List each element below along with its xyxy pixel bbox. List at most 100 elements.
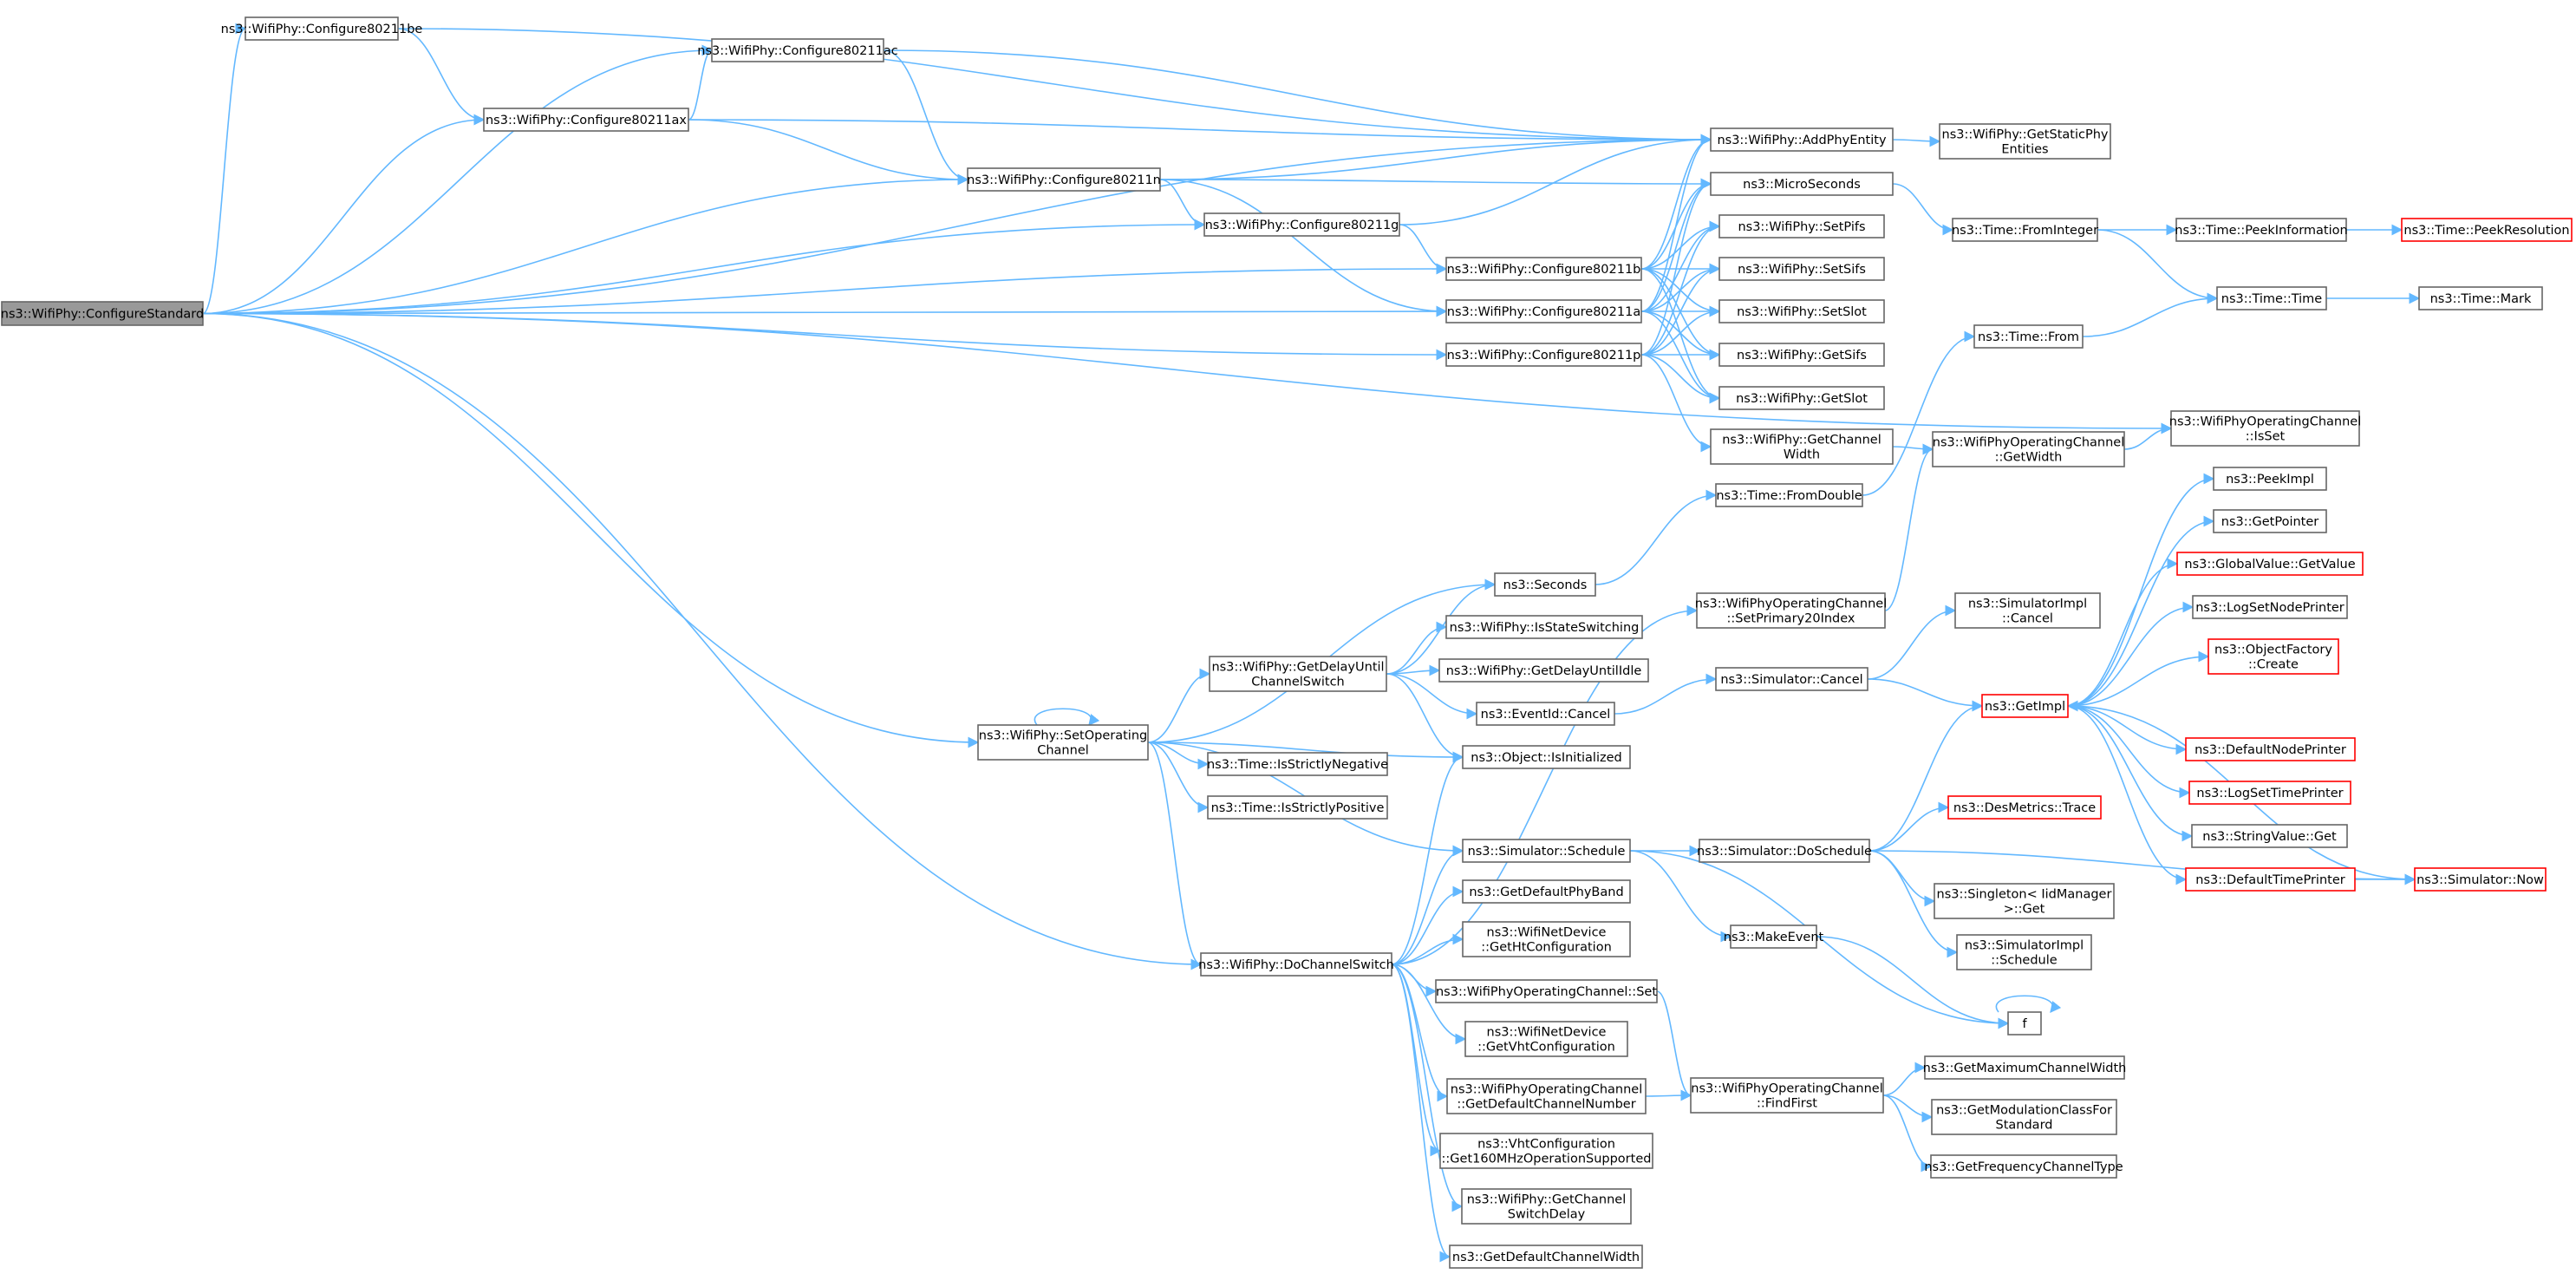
edge-wocgetw-to-wocisset [2123,422,2173,450]
node-makeevent[interactable]: ns3::MakeEvent [1724,924,1824,949]
node-wocset[interactable]: ns3::WifiPhyOperatingChannel::Set [1435,979,1658,1003]
edge-simdosched-to-singleton [1868,850,1936,907]
node-getdefchw[interactable]: ns3::GetDefaultChannelWidth [1449,1245,1643,1269]
edge-simschedule-to-makeevent [1629,850,1732,943]
node-strget[interactable]: ns3::StringValue::Get [2191,824,2348,848]
edge-getimpl-to-defnodeprinter [2067,705,2188,755]
node-dochsw[interactable]: ns3::WifiPhy::DoChannelSwitch [1198,952,1394,977]
node-label: ns3::GetDefaultPhyBand [1469,885,1623,899]
node-label: ns3::Seconds [1503,578,1588,592]
node-c11ax[interactable]: ns3::WifiPhy::Configure80211ax [483,108,689,132]
node-getimpl[interactable]: ns3::GetImpl [1981,694,2069,718]
node-logsetnode[interactable]: ns3::LogSetNodePrinter [2192,595,2348,619]
node-box [1445,615,1643,639]
node-wocgetdefch[interactable]: ns3::WifiPhyOperatingChannel::GetDefault… [1446,1078,1647,1114]
node-vht160[interactable]: ns3::VhtConfiguration::Get160MHzOperatio… [1439,1133,1653,1169]
node-box [1439,1133,1653,1169]
node-setprim[interactable]: ns3::WifiPhyOperatingChannel::SetPrimary… [1695,592,1887,629]
node-c11a[interactable]: ns3::WifiPhy::Configure80211a [1445,299,1642,323]
node-getht[interactable]: ns3::WifiNetDevice::GetHtConfiguration [1462,921,1631,957]
node-peekinfo[interactable]: ns3::Time::PeekInformation [2175,218,2348,242]
edge-f-to-f [1995,995,2062,1014]
node-c11n[interactable]: ns3::WifiPhy::Configure80211n [967,167,1161,192]
node-logsettime[interactable]: ns3::LogSetTimePrinter [2188,781,2351,805]
node-getdelayidle[interactable]: ns3::WifiPhy::GetDelayUntilIdle [1438,658,1649,683]
node-simschedule[interactable]: ns3::Simulator::Schedule [1462,839,1631,863]
node-c11ac[interactable]: ns3::WifiPhy::Configure80211ac [697,38,898,62]
node-simimplcancel[interactable]: ns3::SimulatorImpl::Cancel [1954,592,2101,629]
node-simnow[interactable]: ns3::Simulator::Now [2414,867,2547,892]
node-wocisset[interactable]: ns3::WifiPhyOperatingChannel::IsSet [2169,410,2361,447]
node-getmaxchw[interactable]: ns3::GetMaximumChannelWidth [1923,1055,2127,1080]
node-simdosched[interactable]: ns3::Simulator::DoSchedule [1697,839,1872,863]
node-fromdouble[interactable]: ns3::Time::FromDouble [1715,483,1863,507]
node-isinit[interactable]: ns3::Object::IsInitialized [1462,745,1631,769]
node-desmetrics[interactable]: ns3::DesMetrics::Trace [1947,795,2102,820]
node-wocgetw[interactable]: ns3::WifiPhyOperatingChannel::GetWidth [1932,431,2125,467]
node-simimplsched[interactable]: ns3::SimulatorImpl::Schedule [1956,934,2092,970]
node-getvht[interactable]: ns3::WifiNetDevice::GetVhtConfiguration [1464,1021,1628,1057]
node-box [1981,694,2069,718]
node-label: >::Get [2004,903,2045,917]
node-box [483,108,689,132]
node-getdefband[interactable]: ns3::GetDefaultPhyBand [1462,879,1631,904]
node-label: ns3::GetModulationClassFor [1936,1104,2112,1118]
node-label: ns3::LogSetNodePrinter [2195,601,2344,615]
edge-c11p-to-setsifs [1640,263,1721,356]
node-label: ns3::WifiPhy::GetStaticPhy [1942,128,2109,142]
node-label: f [2022,1017,2027,1031]
node-seconds[interactable]: ns3::Seconds [1494,572,1596,597]
node-label: ns3::WifiPhy::IsStateSwitching [1450,621,1640,635]
node-box [1696,592,1886,629]
node-root[interactable]: ns3::WifiPhy::ConfigureStandard [1,301,204,326]
node-box [2176,552,2364,576]
node-isstatesw[interactable]: ns3::WifiPhy::IsStateSwitching [1445,615,1643,639]
node-simcancel[interactable]: ns3::Simulator::Cancel [1715,667,1868,691]
node-peekres[interactable]: ns3::Time::PeekResolution [2401,218,2573,242]
node-wocfindfirst[interactable]: ns3::WifiPhyOperatingChannel::FindFirst [1690,1077,1884,1114]
node-gvgetvalue[interactable]: ns3::GlobalValue::GetValue [2176,552,2364,576]
node-timetime[interactable]: ns3::Time::Time [2216,286,2327,310]
edge-c11ax-to-c11n [688,119,969,186]
edge-root-to-c11ax [202,114,486,315]
edge-c11p-to-getslot [1640,354,1721,404]
node-setslot[interactable]: ns3::WifiPhy::SetSlot [1718,299,1885,323]
node-micro[interactable]: ns3::MicroSeconds [1710,172,1894,196]
node-label: ns3::WifiPhy::SetPifs [1738,220,1865,234]
edge-c11a-to-micro [1640,178,1712,312]
node-c11g[interactable]: ns3::WifiPhy::Configure80211g [1203,212,1400,237]
node-setsifs[interactable]: ns3::WifiPhy::SetSifs [1718,257,1885,281]
node-box [2213,467,2327,491]
node-isneg[interactable]: ns3::Time::IsStrictlyNegative [1207,752,1388,776]
node-c11be[interactable]: ns3::WifiPhy::Configure80211be [221,16,423,41]
node-label: ns3::WifiPhy::Configure80211be [221,23,423,36]
node-fromint[interactable]: ns3::Time::FromInteger [1952,218,2098,242]
node-deftimeprinter[interactable]: ns3::DefaultTimePrinter [2185,867,2356,892]
node-getfreqtype[interactable]: ns3::GetFrequencyChannelType [1924,1154,2123,1179]
node-ispos[interactable]: ns3::Time::IsStrictlyPositive [1207,795,1388,820]
node-timemark[interactable]: ns3::Time::Mark [2418,286,2543,310]
node-defnodeprinter[interactable]: ns3::DefaultNodePrinter [2185,737,2356,761]
node-label: ns3::WifiPhy::SetOperating [979,729,1147,743]
node-getsifs[interactable]: ns3::WifiPhy::GetSifs [1718,343,1885,367]
node-setpifs[interactable]: ns3::WifiPhy::SetPifs [1718,214,1885,238]
node-c11p[interactable]: ns3::WifiPhy::Configure80211p [1445,343,1642,367]
node-f[interactable]: f [2007,1011,2042,1036]
node-objcreate[interactable]: ns3::ObjectFactory::Create [2208,638,2339,675]
node-c11b[interactable]: ns3::WifiPhy::Configure80211b [1445,257,1642,281]
node-timefrom[interactable]: ns3::Time::From [1973,324,2084,349]
node-getpointer[interactable]: ns3::GetPointer [2213,509,2327,533]
node-getslot[interactable]: ns3::WifiPhy::GetSlot [1718,386,1885,410]
node-addphy[interactable]: ns3::WifiPhy::AddPhyEntity [1710,127,1894,152]
node-label: ns3::WifiPhyOperatingChannel [1691,1082,1882,1096]
node-eventcancel[interactable]: ns3::EventId::Cancel [1476,702,1615,726]
node-label: ns3::Time::From [1978,330,2079,344]
node-peekimpl[interactable]: ns3::PeekImpl [2213,467,2327,491]
node-singleton[interactable]: ns3::Singleton< IidManager>::Get [1934,883,2115,919]
